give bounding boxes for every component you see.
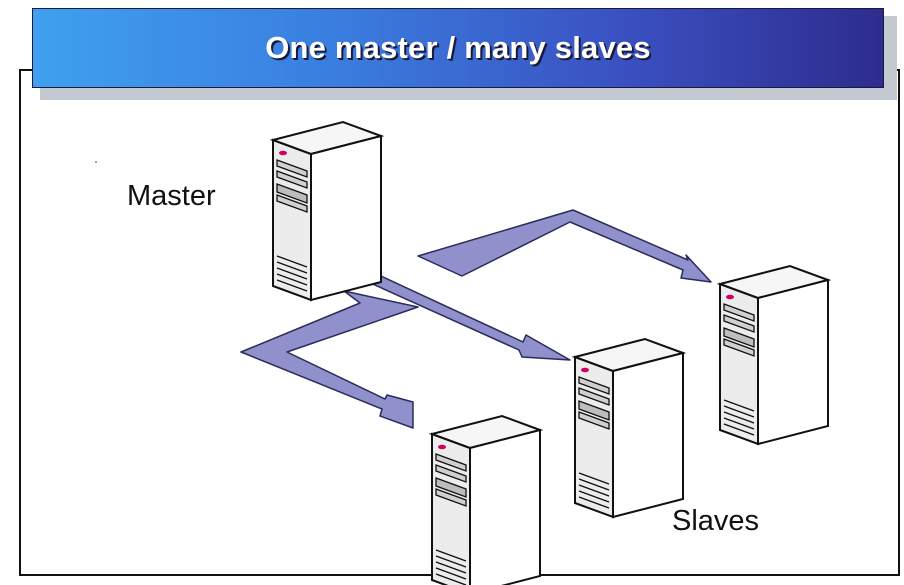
arrow-to-slave-right bbox=[417, 209, 712, 283]
slave-server-middle bbox=[574, 338, 684, 518]
master-server bbox=[272, 121, 382, 301]
slave-server-right bbox=[719, 265, 829, 445]
slaves-label: Slaves bbox=[672, 505, 760, 537]
arrow-to-slave-bottom bbox=[240, 290, 419, 429]
title-bar: One master / many slaves bbox=[32, 8, 884, 88]
arrow-to-slave-middle bbox=[365, 270, 571, 361]
stray-dot bbox=[95, 161, 97, 163]
slave-server-bottom bbox=[431, 415, 541, 585]
slide-title: One master / many slaves bbox=[265, 30, 651, 65]
master-label: Master bbox=[127, 180, 216, 212]
